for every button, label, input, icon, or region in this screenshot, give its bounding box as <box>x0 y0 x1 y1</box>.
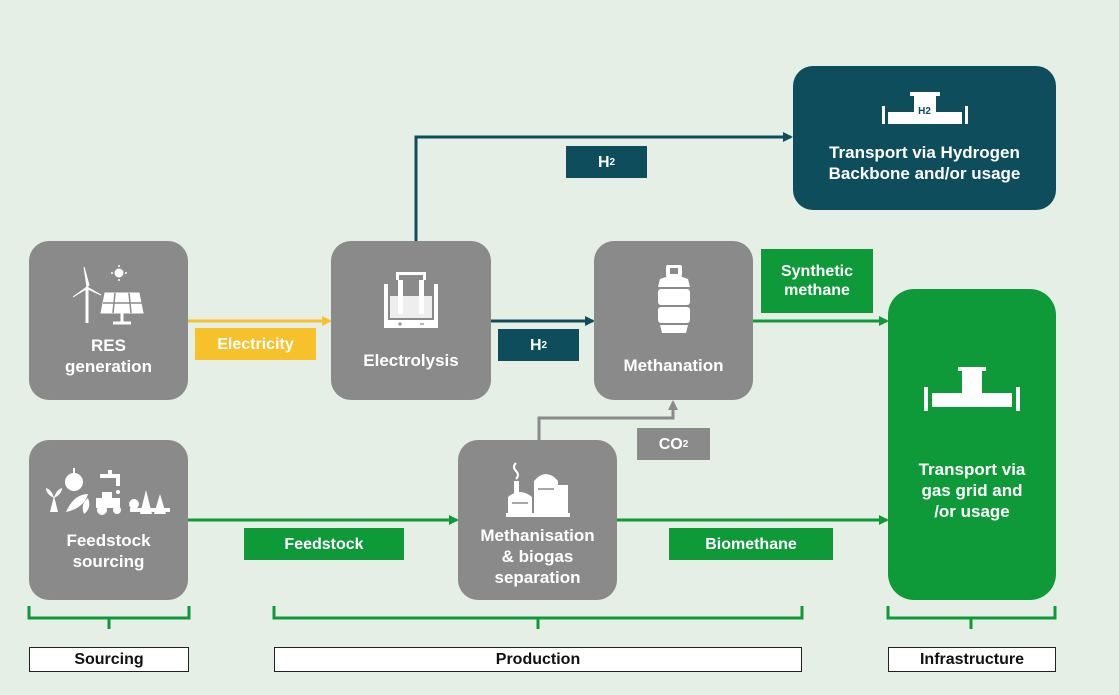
h2-to-backbone-arrow <box>414 132 793 241</box>
h2-top-base: H <box>597 153 610 171</box>
biogas-plant-icon <box>505 461 570 517</box>
feedstock-tag-label: Feedstock <box>284 535 364 553</box>
wind-solar-icon <box>72 264 144 324</box>
electrolysis-cell-icon <box>384 272 438 328</box>
phase-infrastructure: Infrastructure <box>888 647 1056 672</box>
gas-grid-line1: Transport via <box>918 460 1026 479</box>
res-label-line2: generation <box>65 356 152 376</box>
methanisation-line1: Methanisation <box>480 525 595 545</box>
phase-production: Production <box>274 647 802 672</box>
phase-infrastructure-label: Infrastructure <box>919 650 1025 668</box>
co2-base: CO <box>658 435 683 453</box>
synthetic-methane-line2: methane <box>784 282 850 299</box>
gas-pipeline-icon <box>924 367 1020 411</box>
infrastructure-bracket <box>886 606 1057 629</box>
synthetic-methane-line1: Synthetic <box>780 263 853 280</box>
electrolysis-label: Electrolysis <box>363 351 459 370</box>
feedstock-sourcing-line1: Feedstock <box>66 531 151 550</box>
feedstock-sourcing-node: Feedstock sourcing <box>29 440 188 600</box>
feedstock-sourcing-line2: sourcing <box>72 552 145 571</box>
co2-sub: 2 <box>682 438 689 450</box>
phase-sourcing: Sourcing <box>29 647 189 672</box>
methanation-node: Methanation <box>594 241 753 400</box>
methanation-label: Methanation <box>623 356 724 375</box>
h2-top-sub: 2 <box>609 156 616 168</box>
biomethane-tag-label: Biomethane <box>705 535 797 553</box>
feedstock-tag: Feedstock <box>244 528 404 560</box>
methanisation-line3: separation <box>494 567 581 587</box>
res-label-line1: RES <box>91 335 126 355</box>
synthetic-methane-tag: Synthetic methane <box>761 249 873 313</box>
production-bracket <box>272 606 804 629</box>
hydrogen-backbone-line2: Backbone and/or usage <box>828 164 1021 183</box>
phase-production-label: Production <box>495 650 581 668</box>
electrolysis-node: Electrolysis <box>331 241 491 400</box>
hydrogen-backbone-node: H2 Transport via Hydrogen Backbone and/o… <box>793 66 1056 210</box>
h2-mid-sub: 2 <box>541 339 548 351</box>
gas-grid-line2: gas grid and <box>921 481 1023 500</box>
biomethane-tag: Biomethane <box>669 528 833 560</box>
gas-cylinder-icon <box>657 265 690 333</box>
gas-grid-node: Transport via gas grid and /or usage <box>888 289 1056 600</box>
res-generation-node: RES generation <box>29 241 188 400</box>
h2-mid-base: H <box>529 336 542 354</box>
phase-sourcing-label: Sourcing <box>74 650 144 668</box>
h2-pipeline-icon <box>881 92 968 124</box>
electricity-tag: Electricity <box>195 328 316 360</box>
co2-arrow <box>537 400 678 440</box>
hydrogen-backbone-line1: Transport via Hydrogen <box>829 143 1020 162</box>
feedstock-icon <box>45 468 170 515</box>
sourcing-bracket <box>27 606 191 629</box>
methanisation-line2: & biogas <box>501 546 574 566</box>
h2-pipe-label: H2 <box>918 106 931 117</box>
methanisation-node: Methanisation & biogas separation <box>458 440 617 600</box>
electricity-tag-label: Electricity <box>217 335 294 353</box>
gas-grid-line3: /or usage <box>934 502 1010 521</box>
